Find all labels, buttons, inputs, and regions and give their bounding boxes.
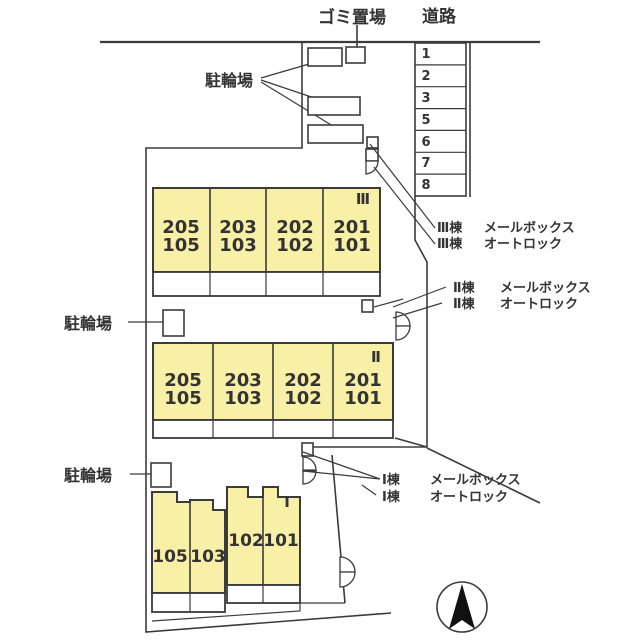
- unit-number: 103: [224, 388, 262, 409]
- bicycle-rack-box: [307, 47, 343, 67]
- parking-stall-dividers: [415, 64, 466, 175]
- building-3-entry-dividers: [209, 272, 324, 296]
- bicycle-rack-box: [307, 124, 364, 144]
- site-boundary-right: [312, 196, 428, 448]
- unit-number: 105: [152, 547, 188, 567]
- unit-number: 101: [333, 235, 371, 256]
- building-3-autolock-box: [365, 148, 379, 162]
- bicycle-parking-label: 駐輪場: [64, 314, 112, 333]
- building-2-mailbox-box: [361, 299, 374, 313]
- building-3-roman-label: Ⅲ: [356, 190, 370, 208]
- building-3-door-swing: [365, 160, 379, 175]
- building-1-roman-label: Ⅰ: [284, 493, 290, 511]
- building-3-annotation-leaders: [369, 143, 436, 245]
- bicycle-rack-box: [150, 462, 172, 488]
- parking-stall-number: 5: [421, 113, 430, 128]
- building-2: Ⅱ 205 105 203 103 202 102 201 101: [152, 342, 394, 439]
- unit-number: 205: [162, 217, 200, 238]
- unit-number: 103: [190, 547, 226, 567]
- unit-number: 102: [284, 388, 322, 409]
- parking-stall-block: [414, 42, 467, 197]
- unit-number: 202: [284, 370, 322, 391]
- unit-number: 105: [164, 388, 202, 409]
- building-2-roman-label: Ⅱ: [371, 348, 381, 366]
- north-arrow-pointer: [449, 584, 475, 629]
- unit-number: 101: [263, 531, 299, 551]
- building-1-name-label: Ⅰ棟: [382, 472, 401, 488]
- building-1-side-door-swing: [339, 556, 356, 573]
- bicycle-parking-label: 駐輪場: [64, 466, 112, 485]
- unit-number: 205: [164, 370, 202, 391]
- site-boundary-left: [145, 42, 392, 633]
- building-2-door-swing: [395, 325, 411, 341]
- bicycle-parking-top: 駐輪場: [205, 47, 364, 144]
- unit-number: 201: [344, 370, 382, 391]
- bicycle-rack-box: [307, 96, 361, 116]
- boundary-joint-line: [394, 437, 428, 448]
- building-1-left-block: [151, 491, 226, 594]
- parking-stall-number: 7: [421, 156, 430, 171]
- unit-number: 201: [333, 217, 371, 238]
- bicycle-leader-lines: [260, 56, 342, 132]
- building-3-mailbox-label: メールボックス: [484, 220, 575, 236]
- parking-stall-number: 2: [421, 69, 430, 84]
- boundary-southeast-line: [426, 447, 541, 504]
- unit-number: 105: [162, 235, 200, 256]
- unit-number: 103: [219, 235, 257, 256]
- garbage-area-label: ゴミ置場: [318, 7, 386, 28]
- parking-stall-number: 8: [421, 178, 430, 193]
- building-1-mailbox-box: [301, 442, 314, 457]
- building-1-name-label: Ⅰ棟: [382, 489, 401, 505]
- parking-stall-number: 6: [421, 135, 430, 150]
- building-1-autolock-label: オートロック: [430, 490, 508, 505]
- building-1-annotation-leaders: [302, 451, 381, 496]
- building-1-mailbox-label: メールボックス: [430, 472, 521, 488]
- unit-number: 101: [344, 388, 382, 409]
- building-2-mailbox-label: メールボックス: [500, 280, 591, 296]
- bicycle-rack-box: [162, 309, 185, 337]
- building-3-autolock-label: オートロック: [484, 237, 562, 252]
- walkway-line: [151, 602, 345, 622]
- unit-number: 202: [276, 217, 314, 238]
- building-3: Ⅲ 205 105 203 103 202 102 201 101: [152, 187, 381, 297]
- building-1-door-swing: [302, 470, 317, 485]
- building-2-entry-dividers: [212, 420, 334, 438]
- bicycle-parking-label: 駐輪場: [205, 71, 253, 90]
- building-3-name-label: Ⅲ棟: [437, 236, 463, 252]
- building-3-unit-dividers: [209, 188, 324, 272]
- building-2-annotation-leaders: [392, 286, 447, 319]
- building-3-name-label: Ⅲ棟: [437, 220, 463, 236]
- building-2-unit-dividers: [212, 343, 334, 420]
- building-1: Ⅰ 105 103 102 101: [151, 486, 301, 613]
- road-label: 道路: [422, 6, 457, 27]
- parking-stall-number: 3: [421, 91, 430, 106]
- building-2-name-label: Ⅱ棟: [453, 296, 476, 312]
- parking-stall-number: 1: [421, 47, 430, 62]
- building-1-left-entry-row: [151, 592, 226, 613]
- unit-number: 203: [224, 370, 262, 391]
- building-2-door-swing: [395, 311, 411, 327]
- building-2-name-label: Ⅱ棟: [453, 280, 476, 296]
- garbage-station-box: [345, 46, 366, 64]
- north-arrow: [436, 581, 488, 633]
- parking-stalls: 1 2 3 5 6 7 8: [414, 42, 471, 197]
- building-2-autolock-label: オートロック: [500, 297, 578, 312]
- unit-number: 102: [228, 531, 264, 551]
- building-1-side-door-swing: [339, 571, 356, 588]
- building-2-mailbox-line: [373, 298, 404, 308]
- unit-number: 203: [219, 217, 257, 238]
- unit-number: 102: [276, 235, 314, 256]
- building-1-door-swing: [302, 456, 317, 471]
